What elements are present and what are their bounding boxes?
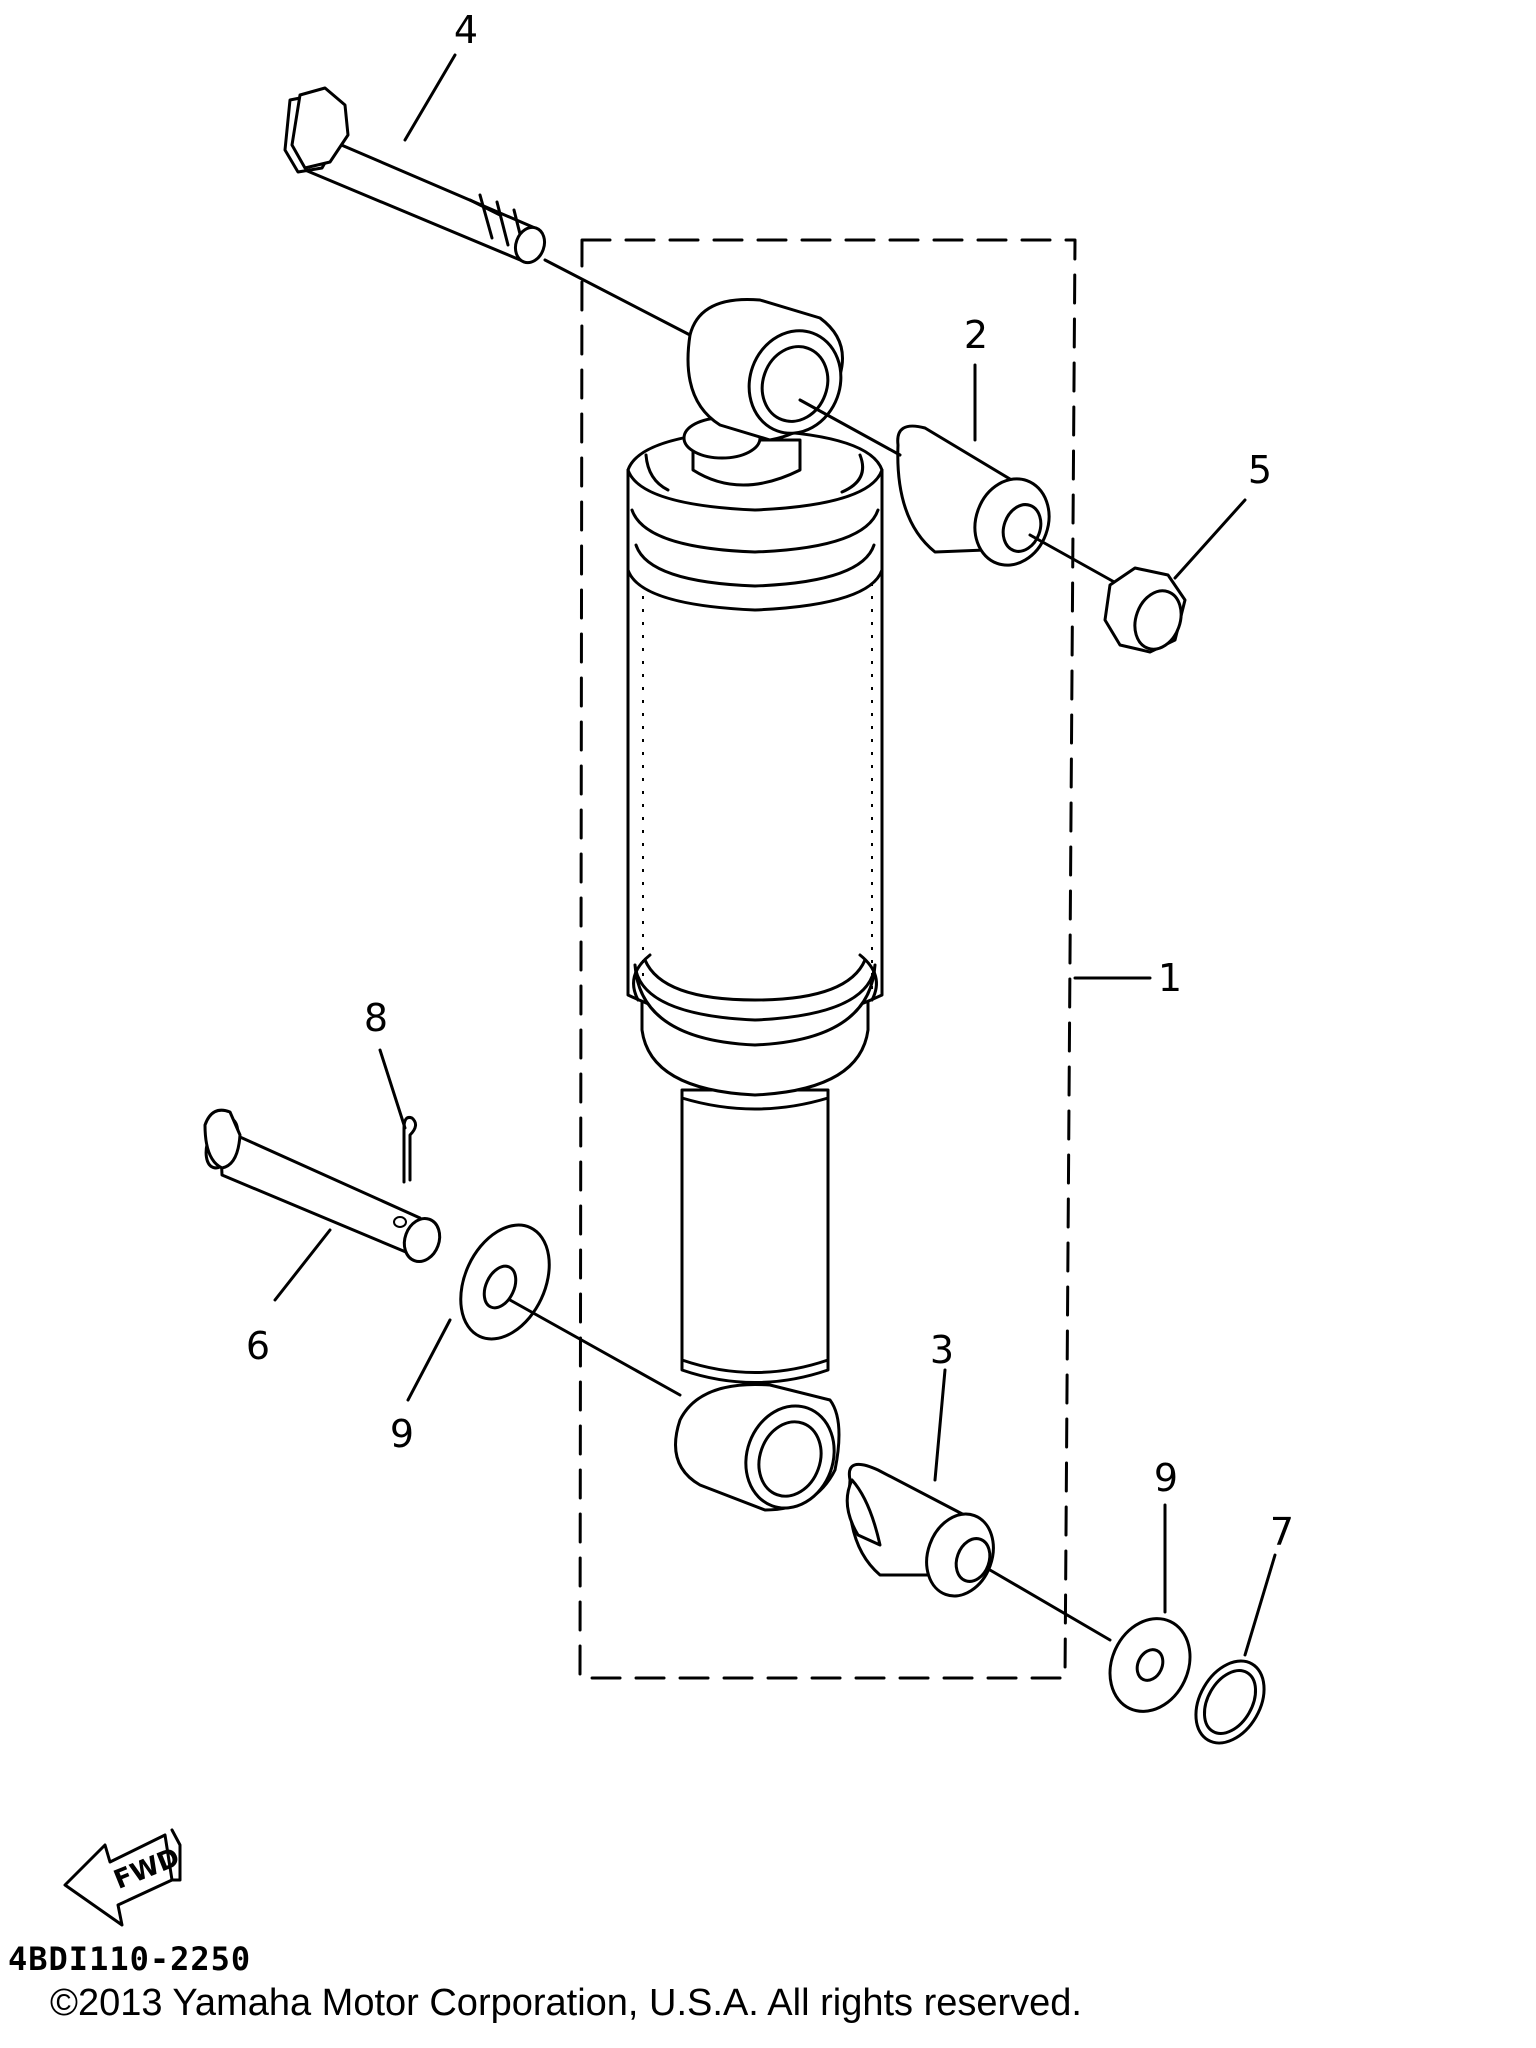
lower-bushing bbox=[845, 1462, 995, 1598]
leader-3 bbox=[933, 1368, 947, 1482]
callout-9-left: 9 bbox=[390, 1412, 414, 1456]
fwd-arrow: FWD bbox=[63, 1828, 184, 1927]
axis-lower-pin bbox=[508, 1298, 682, 1397]
axis-upper-bolt bbox=[543, 258, 692, 337]
callout-3: 3 bbox=[930, 1328, 954, 1372]
callout-8: 8 bbox=[364, 996, 388, 1040]
leader-7 bbox=[1243, 1553, 1277, 1657]
shim-washer bbox=[1194, 1659, 1266, 1745]
assembly-boundary bbox=[578, 238, 1077, 1680]
callout-9-right: 9 bbox=[1154, 1456, 1178, 1500]
copyright-notice: ©2013 Yamaha Motor Corporation, U.S.A. A… bbox=[50, 1982, 1082, 2024]
lower-left-washer bbox=[459, 1223, 551, 1341]
axis-upper-bushing-out bbox=[1028, 533, 1127, 590]
upper-bushing bbox=[896, 424, 1051, 567]
bottom-eyelet bbox=[674, 1382, 841, 1512]
callout-5: 5 bbox=[1248, 448, 1272, 492]
axis-upper-bushing-in bbox=[798, 398, 902, 457]
lower-right-washer bbox=[1108, 1617, 1192, 1713]
leader-4 bbox=[403, 53, 457, 142]
leader-6 bbox=[273, 1228, 332, 1302]
lower-pin bbox=[203, 1108, 442, 1263]
callout-4: 4 bbox=[454, 8, 478, 52]
callout-7: 7 bbox=[1270, 1510, 1294, 1554]
diagram-code: 4BDI110-2250 bbox=[8, 1940, 252, 1978]
top-eyelet bbox=[686, 297, 844, 442]
leader-5 bbox=[1173, 498, 1247, 580]
leader-8 bbox=[378, 1048, 407, 1130]
upper-bolt bbox=[283, 86, 547, 265]
leader-9a bbox=[406, 1318, 452, 1402]
upper-nut bbox=[1103, 566, 1187, 654]
axis-lower-bushing bbox=[988, 1568, 1112, 1642]
callout-2: 2 bbox=[964, 313, 988, 357]
callout-6: 6 bbox=[246, 1324, 270, 1368]
shock-absorber bbox=[626, 297, 884, 1512]
callout-1: 1 bbox=[1158, 956, 1182, 1000]
